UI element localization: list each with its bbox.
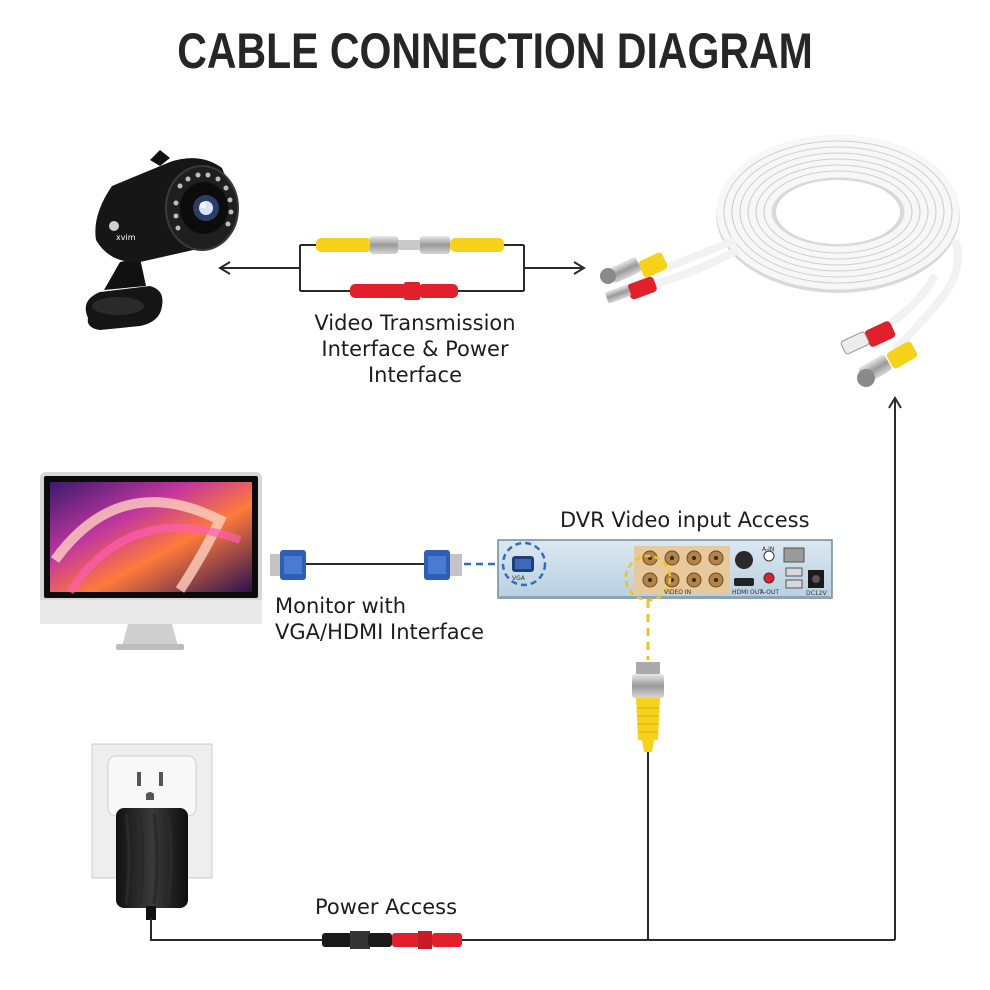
- bnc-cable-coil-icon: [600, 134, 962, 387]
- bnc-connector-right-icon: [857, 341, 918, 387]
- cable-bracket: [218, 244, 586, 292]
- vga-port-label: VGA: [512, 575, 525, 582]
- hdmi-port-label: HDMI OUT: [732, 589, 763, 596]
- vga-connector-left-icon: [270, 550, 306, 580]
- vga-cable: [270, 550, 500, 580]
- monitor-interface-label: Monitor with VGA/HDMI Interface: [275, 594, 485, 644]
- video-power-interface-label: Video Transmission Interface & Power Int…: [314, 311, 516, 387]
- security-camera-icon: [85, 150, 239, 330]
- dvr-rear-panel-icon: [497, 539, 833, 602]
- monitor-icon: [40, 472, 262, 650]
- dc-port-label: DC12V: [806, 590, 827, 597]
- dvr-video-input-label: DVR Video input Access: [560, 508, 810, 532]
- vga-port-icon: [512, 556, 534, 572]
- video-in-ports-icon: [634, 546, 730, 594]
- video-in-port-label: VIDEO IN: [664, 589, 692, 596]
- page-title: CABLE CONNECTION DIAGRAM: [177, 23, 813, 79]
- bnc-plug-down-icon: [632, 662, 664, 752]
- audio-in-port-label: A-IN: [762, 546, 775, 553]
- power-access-label: Power Access: [315, 895, 458, 919]
- dc-connector-left-icon: [605, 276, 657, 304]
- vga-connector-right-icon: [424, 550, 462, 580]
- bnc-connector-left-icon: [600, 252, 668, 284]
- dc-power-split-icon: [322, 931, 462, 949]
- dc-connector-right-icon: [840, 321, 896, 355]
- camera-logo: xvim: [116, 233, 136, 242]
- audio-out-port-label: A-OUT: [760, 589, 780, 596]
- video-extension-cable-icon: [316, 236, 504, 254]
- power-extension-cable-icon: [350, 282, 458, 300]
- power-cable: [150, 396, 902, 941]
- power-adapter-icon: [116, 808, 188, 920]
